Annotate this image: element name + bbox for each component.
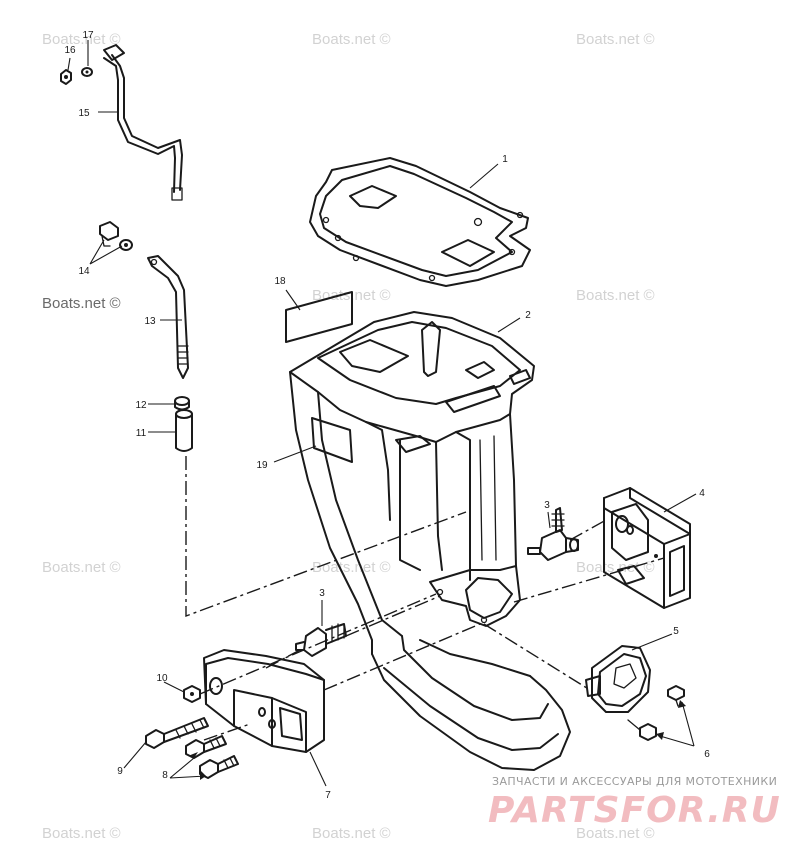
arrowhead (200, 770, 206, 780)
alignment-line (483, 623, 591, 691)
callout-6: 6 (704, 749, 710, 760)
bracket-4 (603, 487, 691, 609)
watermark-text: Boats.net © (312, 31, 391, 48)
callout-8: 8 (162, 770, 168, 781)
screw-6-upper (667, 685, 685, 707)
callout-7: 7 (325, 790, 331, 801)
watermark-text: Boats.net © (42, 295, 121, 312)
bolt-8-lower (199, 755, 239, 779)
callout-17: 17 (82, 30, 94, 41)
bracket-7 (203, 649, 325, 753)
watermark-text: Boats.net © (576, 825, 655, 842)
alignment-line (265, 649, 301, 669)
decal-18 (285, 291, 353, 343)
callout-5: 5 (673, 626, 679, 637)
callout-10: 10 (156, 673, 168, 684)
alignment-line (345, 595, 441, 637)
watermark-text: Boats.net © (42, 559, 121, 576)
arrowhead (678, 700, 686, 708)
callout-16: 16 (64, 45, 76, 56)
arrowhead (188, 752, 198, 758)
watermark-text: Boats.net © (576, 31, 655, 48)
bolt-9 (145, 717, 209, 749)
leader-lines (67, 40, 697, 787)
nut-12 (174, 396, 190, 411)
callout-3-upper: 3 (544, 500, 550, 511)
mount-3-lower (295, 623, 347, 657)
nut-16 (60, 69, 72, 85)
callout-4: 4 (699, 488, 705, 499)
shop-tagline: ЗАПЧАСТИ И АКСЕССУАРЫ ДЛЯ МОТОТЕХНИКИ (492, 775, 777, 788)
screw-14 (99, 221, 119, 247)
connector-11 (175, 409, 193, 452)
mount-3-upper (527, 507, 579, 561)
alignment-line (569, 519, 607, 541)
watermark-text: Boats.net © (576, 559, 655, 576)
rod-13 (147, 255, 189, 379)
alignment-line (185, 456, 467, 618)
watermark-text: Boats.net © (42, 825, 121, 842)
driveshaft-housing-2 (289, 311, 571, 771)
callout-15: 15 (78, 108, 90, 119)
shop-watermark: ЗАПЧАСТИ И АКСЕССУАРЫ ДЛЯ МОТОТЕХНИКИ PA… (488, 775, 781, 831)
callout-3-lower: 3 (319, 588, 325, 599)
shop-logo: PARTSFOR.RU (488, 790, 781, 831)
watermark-text: Boats.net © (42, 31, 121, 48)
bolt-8-upper (185, 735, 227, 759)
watermark-layer: Boats.net © Boats.net © Boats.net © Boat… (42, 31, 655, 842)
alignment-line (199, 593, 437, 695)
alignment-line (323, 623, 481, 691)
watermark-text: Boats.net © (576, 287, 655, 304)
washer-17 (81, 67, 93, 77)
callout-1: 1 (502, 154, 508, 165)
cover-5 (585, 645, 651, 713)
watermark-text: Boats.net © (312, 825, 391, 842)
callout-14: 14 (78, 266, 90, 277)
alignment-line (203, 723, 251, 741)
callout-2: 2 (525, 310, 531, 321)
callout-11: 11 (136, 428, 147, 439)
callout-9: 9 (117, 766, 123, 777)
arrowhead (656, 732, 664, 740)
callout-13: 13 (144, 316, 156, 327)
gasket-1 (309, 157, 531, 287)
nut-10 (183, 685, 201, 703)
screw-6-lower (627, 719, 657, 741)
watermark-text: Boats.net © (312, 559, 391, 576)
alignment-line (513, 557, 665, 603)
shift-rod-15 (103, 44, 183, 201)
callout-labels: 1 2 3 3 4 5 6 7 8 9 10 11 12 13 14 15 16… (64, 30, 710, 801)
callout-19: 19 (256, 460, 268, 471)
callout-18: 18 (274, 276, 286, 287)
callout-12: 12 (135, 400, 147, 411)
nut-14 (119, 239, 133, 251)
